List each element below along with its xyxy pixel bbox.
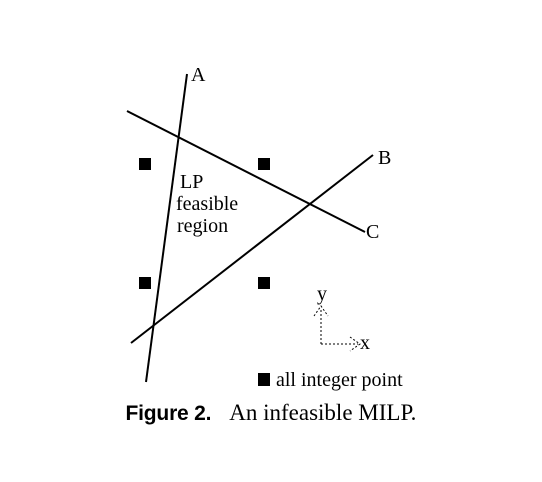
integer-point [139,158,151,170]
y-arrowhead-icon [313,305,329,317]
integer-point [258,277,270,289]
constraint-line-a [145,73,188,383]
region-label-line-3: region [177,215,228,237]
region-label-line-1: LP [180,171,203,193]
region-label-line-2: feasible [176,193,238,215]
line-label-a: A [191,64,206,86]
y-axis-label: y [317,283,327,305]
constraint-line-b [130,154,374,344]
integer-point [139,277,151,289]
figure-caption: Figure 2. An infeasible MILP. [0,400,542,426]
legend-marker-icon [258,373,270,386]
x-axis-label: x [360,332,370,354]
axes-indicator [313,305,361,352]
x-arrowhead-icon [349,336,361,352]
line-label-b: B [378,147,391,169]
caption-figure-number: Figure 2. [125,402,212,425]
line-label-c: C [366,221,379,243]
legend-label: all integer point [276,369,403,391]
constraint-line-c [126,110,366,233]
integer-point [258,158,270,170]
caption-text: An infeasible MILP. [229,400,417,425]
